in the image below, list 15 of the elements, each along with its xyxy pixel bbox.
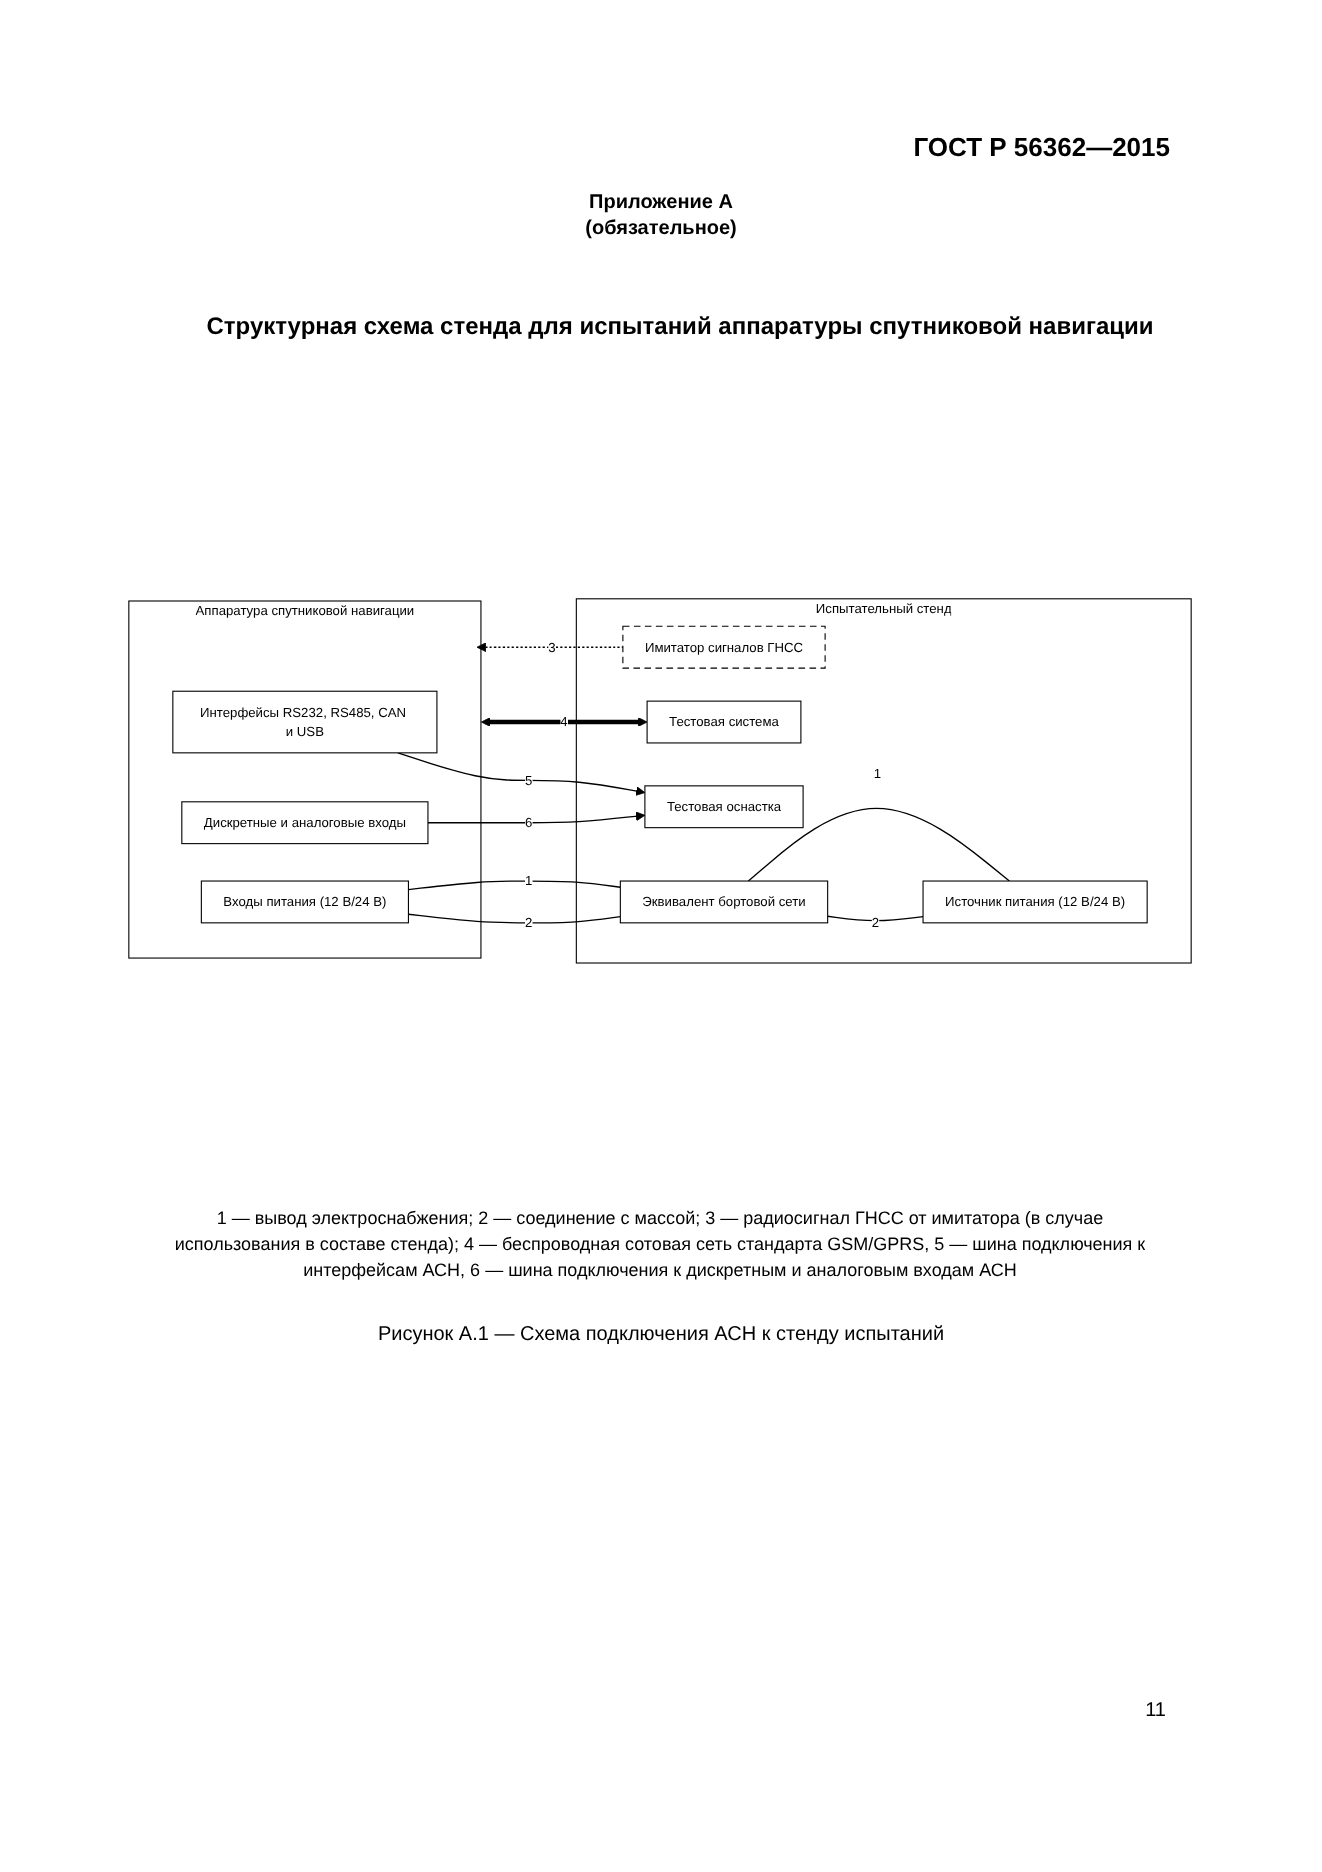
document-code: ГОСТ Р 56362—2015	[913, 132, 1170, 162]
arrow	[427, 810, 646, 823]
appendix-heading: Приложение А	[587, 192, 735, 214]
diagram-title: Структурная схема стенда для испытаний аппаратуры спутниковой навигации	[204, 312, 1156, 340]
figure-caption: Рисунок А.1 — Схема подключения АСН к стенду испытаний	[375, 1324, 947, 1346]
connector	[407, 912, 621, 923]
connector	[747, 806, 1011, 881]
connector	[407, 879, 621, 890]
appendix-note: (обязательное)	[583, 218, 739, 240]
arrow	[476, 641, 624, 652]
page-number: 11	[1145, 1700, 1166, 1722]
arrow	[480, 716, 648, 726]
arrow	[397, 751, 646, 795]
legend-note: 1 — вывод электроснабжения; 2 — соединение с массой; 3 — радиосигнал ГНСС от имитатора (в случае использования в составе стенда); 4 — беспроводная сотовая сеть стандарта GSM/GPRS, 5 — шина подключения к интерфейсам АСН, 6 — шина подключения к дискретным и аналоговым входам АСН	[172, 1206, 1148, 1284]
connector	[827, 914, 924, 921]
